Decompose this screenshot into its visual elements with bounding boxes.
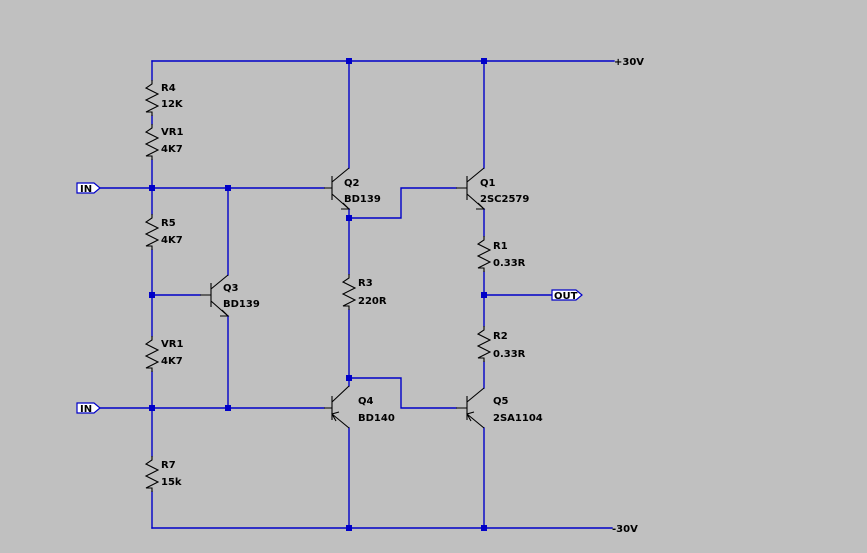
resistor-vr1-top-value: 4K7 (161, 144, 183, 155)
transistor-q2: Q2 BD139 (324, 167, 381, 210)
resistor-r4: R4 12K (144, 80, 184, 116)
resistor-r5: R5 4K7 (144, 214, 183, 250)
resistor-r1-value: 0.33R (493, 258, 526, 269)
transistor-q5: Q5 2SA1104 (456, 387, 543, 429)
resistor-r2-ref: R2 (493, 331, 508, 342)
resistor-r5-ref: R5 (161, 218, 176, 229)
junction-dot (225, 185, 231, 191)
resistor-r3-value: 220R (358, 296, 387, 307)
resistor-vr1-bottom: VR1 4K7 (144, 336, 183, 372)
q5-drive-wire (348, 377, 457, 409)
resistor-r1-symbol (476, 236, 492, 272)
junction-dot (346, 215, 352, 221)
wires (99, 60, 615, 529)
transistor-q5-model: 2SA1104 (493, 413, 543, 424)
resistor-r1-ref: R1 (493, 241, 508, 252)
positive-rail-label: +30V (614, 57, 644, 68)
transistor-q4-model: BD140 (358, 413, 395, 424)
resistor-vr1-top-symbol (144, 124, 160, 160)
junction-dot (481, 525, 487, 531)
transistor-q3-ref: Q3 (223, 283, 239, 294)
transistor-q1-ref: Q1 (480, 178, 496, 189)
transistor-q2-ref: Q2 (344, 178, 360, 189)
negative-rail-label: -30V (612, 524, 638, 535)
resistor-r2: R2 0.33R (476, 326, 526, 362)
port-in-bottom-flag[interactable] (76, 402, 101, 414)
resistor-r3-symbol (341, 274, 357, 310)
resistor-r2-symbol (476, 326, 492, 362)
port-in-top-flag[interactable] (76, 182, 101, 194)
transistor-q4-ref: Q4 (358, 396, 374, 407)
transistor-q2-model: BD139 (344, 194, 381, 205)
junction-dot (225, 405, 231, 411)
resistor-r3: R3 220R (341, 274, 387, 310)
transistor-q4-symbol (324, 385, 350, 429)
junction-dot (346, 525, 352, 531)
resistor-r2-value: 0.33R (493, 349, 526, 360)
junction-dot (481, 58, 487, 64)
junction-dot (346, 375, 352, 381)
resistor-vr1-bottom-value: 4K7 (161, 356, 183, 367)
resistor-r3-ref: R3 (358, 278, 373, 289)
transistor-q1-symbol (456, 167, 486, 210)
resistor-vr1-top: VR1 4K7 (144, 124, 183, 160)
resistor-vr1-top-ref: VR1 (161, 127, 183, 138)
port-in-top[interactable]: IN (76, 182, 101, 195)
transistor-q5-ref: Q5 (493, 396, 509, 407)
transistor-q3: Q3 BD139 (200, 274, 260, 317)
junctions (149, 58, 487, 531)
junction-dot (481, 292, 487, 298)
transistor-q5-symbol (456, 387, 485, 429)
transistor-q3-symbol (200, 274, 230, 317)
transistor-q1-model: 2SC2579 (480, 194, 529, 205)
q1-drive-wire (348, 187, 457, 219)
port-out[interactable]: OUT (551, 289, 583, 302)
transistor-q2-symbol (324, 167, 351, 210)
resistor-r4-value: 12K (161, 99, 184, 110)
port-in-bottom[interactable]: IN (76, 402, 101, 415)
resistor-r7-ref: R7 (161, 460, 176, 471)
resistor-r7-symbol (144, 456, 160, 492)
junction-dot (149, 185, 155, 191)
port-in-top-label: IN (80, 184, 92, 195)
resistor-r7-value: 15k (161, 477, 182, 488)
port-out-label: OUT (554, 291, 578, 302)
port-in-bottom-label: IN (80, 404, 92, 415)
port-out-flag[interactable] (551, 289, 583, 301)
resistor-r4-symbol (144, 80, 160, 116)
junction-dot (149, 405, 155, 411)
transistor-q4: Q4 BD140 (324, 385, 395, 429)
transistor-q3-model: BD139 (223, 299, 260, 310)
resistor-r4-ref: R4 (161, 83, 176, 94)
resistor-r1: R1 0.33R (476, 236, 526, 272)
resistor-vr1-bottom-ref: VR1 (161, 339, 183, 350)
resistor-r7: R7 15k (144, 456, 182, 492)
resistor-vr1-bottom-symbol (144, 336, 160, 372)
transistor-q1: Q1 2SC2579 (456, 167, 529, 210)
resistor-r5-value: 4K7 (161, 235, 183, 246)
junction-dot (149, 292, 155, 298)
junction-dot (346, 58, 352, 64)
resistor-r5-symbol (144, 214, 160, 250)
